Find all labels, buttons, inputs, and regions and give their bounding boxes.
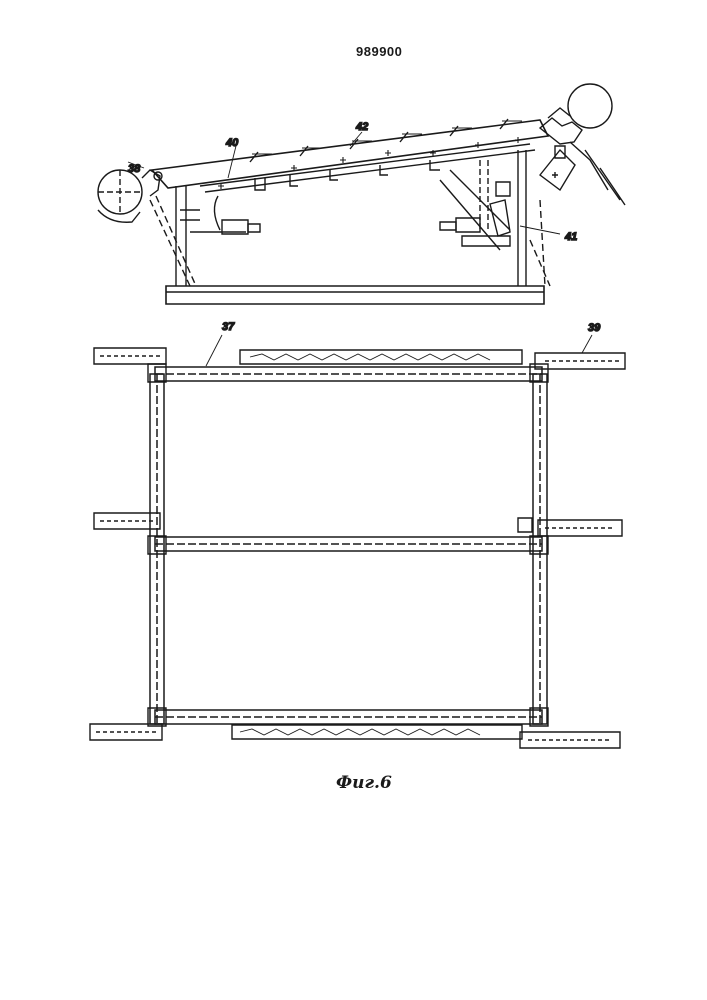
label-40: 40 bbox=[225, 137, 239, 149]
plan-frame bbox=[150, 367, 547, 724]
side-leaders bbox=[128, 132, 560, 234]
label-37: 37 bbox=[222, 321, 235, 333]
label-39: 39 bbox=[588, 322, 601, 334]
right-drum bbox=[540, 84, 625, 205]
label-42: 42 bbox=[355, 121, 368, 133]
label-38: 38 bbox=[128, 163, 141, 175]
plan-hubs bbox=[90, 348, 625, 748]
label-41: 41 bbox=[564, 231, 577, 243]
figure-caption: Фиг.6 bbox=[336, 773, 392, 793]
left-drum bbox=[98, 170, 162, 222]
plan-view bbox=[90, 335, 625, 748]
side-view bbox=[98, 84, 625, 304]
